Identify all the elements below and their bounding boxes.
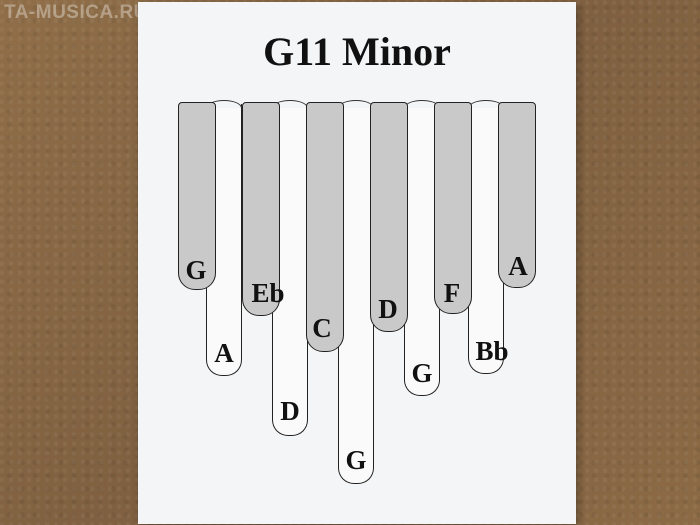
- note-label: G: [345, 445, 367, 475]
- kalimba-tine-7: [370, 102, 408, 332]
- kalimba-tine-1: [178, 102, 216, 290]
- note-label: D: [280, 396, 300, 426]
- note-label: G: [411, 358, 433, 388]
- note-label: Bb: [475, 336, 509, 366]
- note-label: F: [443, 278, 461, 308]
- note-label: A: [508, 251, 528, 281]
- note-label: D: [378, 294, 398, 324]
- note-label: C: [312, 313, 332, 343]
- kalimba-tine-11: [498, 102, 536, 288]
- page-title: G11 Minor: [263, 29, 451, 74]
- kalimba-tine-9: [434, 102, 472, 314]
- kalimba-tine-3: [242, 102, 280, 316]
- note-label: Eb: [251, 278, 285, 308]
- kalimba-tine-5: [306, 102, 344, 352]
- watermark: TA-MUSICA.RU: [4, 2, 148, 23]
- note-label: A: [214, 338, 234, 368]
- note-label: G: [185, 255, 207, 285]
